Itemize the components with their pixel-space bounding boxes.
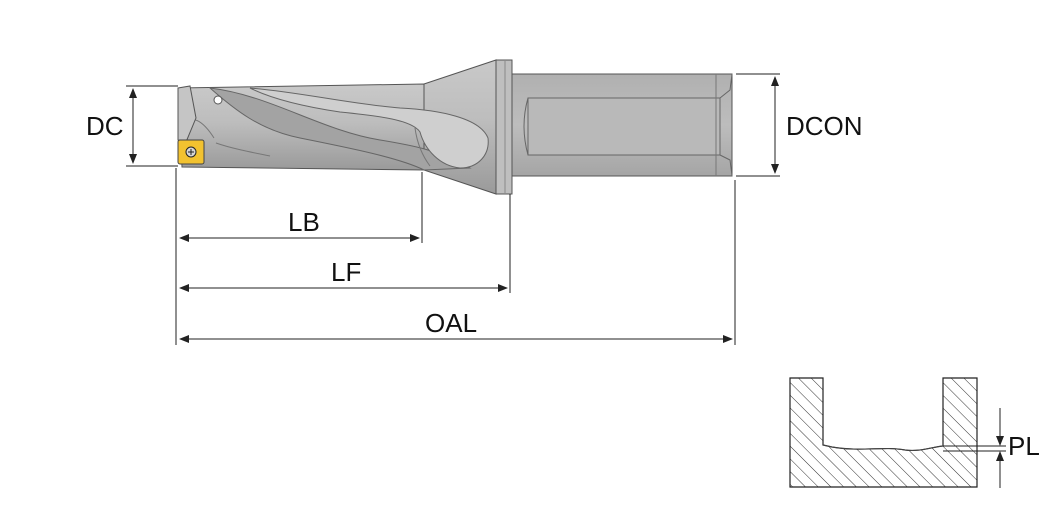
hole-cross-section (789, 377, 1006, 488)
indexable-drill (177, 59, 733, 195)
dc-label: DC (86, 111, 124, 141)
shank (511, 73, 733, 177)
dimension-lines (126, 73, 780, 345)
pl-label: PL (1008, 431, 1040, 461)
dcon-label: DCON (786, 111, 863, 141)
carbide-insert (177, 139, 205, 165)
drill-tip (177, 85, 223, 143)
lb-label: LB (288, 207, 320, 237)
flange (495, 59, 513, 195)
lf-label: LF (331, 257, 361, 287)
oal-label: OAL (425, 308, 477, 338)
